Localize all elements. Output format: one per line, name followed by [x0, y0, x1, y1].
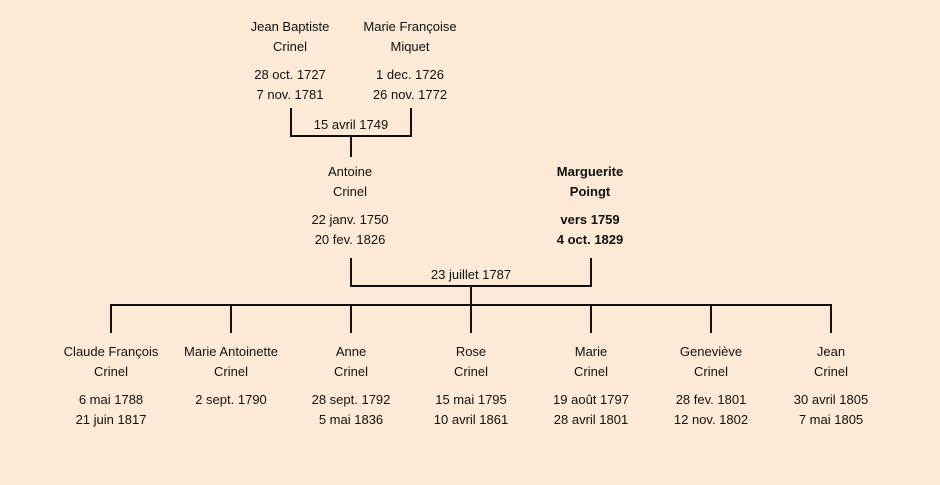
connector-line [710, 304, 712, 333]
connector-line [830, 304, 832, 333]
person-death-date: 4 oct. 1829 [556, 232, 624, 247]
person-death-date: 5 mai 1836 [318, 412, 384, 427]
person-birth-date: 2 sept. 1790 [195, 392, 267, 407]
person-first-name: Jean Baptiste [250, 19, 330, 34]
connector-line [470, 285, 472, 305]
person-birth-date: 28 fev. 1801 [675, 392, 747, 407]
person-death-date: 10 avril 1861 [433, 412, 509, 427]
person-last-name: Crinel [334, 364, 368, 379]
person-first-name: Geneviève [679, 344, 743, 359]
person-first-name: Marie Françoise [363, 19, 457, 34]
person-last-name: Miquet [390, 39, 430, 54]
person-birth-date: 28 sept. 1792 [311, 392, 391, 407]
person-death-date: 12 nov. 1802 [673, 412, 749, 427]
person-last-name: Crinel [214, 364, 248, 379]
person-birth-date: 1 dec. 1726 [376, 67, 444, 82]
person-last-name: Crinel [333, 184, 367, 199]
person-first-name: Antoine [327, 164, 373, 179]
person-last-name: Crinel [694, 364, 728, 379]
connector-line [470, 304, 472, 333]
person-death-date: 20 fev. 1826 [314, 232, 386, 247]
connector-line [350, 135, 352, 157]
person-death-date: 7 nov. 1781 [256, 87, 324, 102]
parents-marriage-date: 23 juillet 1787 [430, 267, 512, 282]
connector-line [230, 304, 232, 333]
person-last-name: Poingt [569, 184, 611, 199]
person-last-name: Crinel [273, 39, 307, 54]
person-death-date: 21 juin 1817 [75, 412, 147, 427]
person-birth-date: 22 janv. 1750 [311, 212, 389, 227]
person-birth-date: 6 mai 1788 [78, 392, 144, 407]
person-first-name: Anne [335, 344, 367, 359]
connector-line [590, 258, 592, 287]
person-last-name: Crinel [814, 364, 848, 379]
connector-line [590, 304, 592, 333]
connector-line [350, 258, 352, 287]
person-death-date: 7 mai 1805 [798, 412, 864, 427]
person-death-date [166, 410, 296, 430]
person-first-name: Claude François [63, 344, 159, 359]
person-birth-date: 28 oct. 1727 [254, 67, 326, 82]
person-last-name: Crinel [454, 364, 488, 379]
person-birth-date: 15 mai 1795 [435, 392, 507, 407]
connector-line [410, 108, 412, 137]
person-birth-date: vers 1759 [560, 212, 620, 227]
person-last-name: Crinel [94, 364, 128, 379]
person-birth-date: 30 avril 1805 [793, 392, 869, 407]
person-last-name: Crinel [574, 364, 608, 379]
grandparents-marriage-date: 15 avril 1749 [313, 117, 389, 132]
person-first-name: Jean [816, 344, 846, 359]
person-birth-date: 19 août 1797 [553, 392, 629, 407]
person-first-name: Marie Antoinette [184, 344, 278, 359]
connector-line [290, 108, 292, 137]
person-first-name: Marguerite [556, 164, 624, 179]
person-first-name: Rose [455, 344, 487, 359]
connector-line [350, 304, 352, 333]
connector-line [110, 304, 112, 333]
person-first-name: Marie [574, 344, 608, 359]
person-death-date: 26 nov. 1772 [372, 87, 448, 102]
person-death-date: 28 avril 1801 [553, 412, 629, 427]
